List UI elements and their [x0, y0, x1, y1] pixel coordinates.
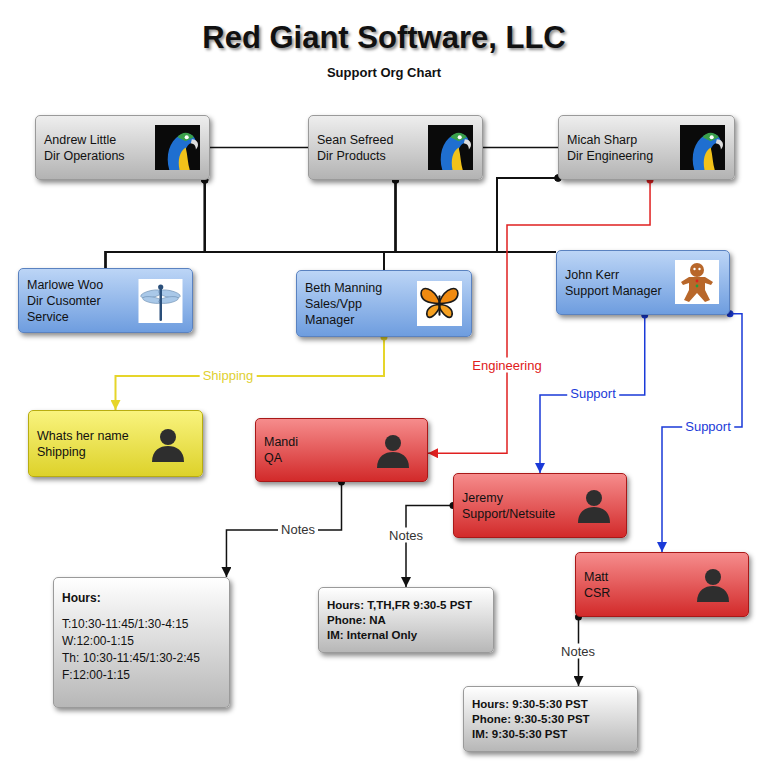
person-name: Mandi: [264, 434, 372, 450]
notes-box: Hours: T:10:30-11:45/1:30-4:15W:12:00-1:1…: [53, 577, 230, 708]
org-connector: [106, 180, 396, 268]
notes-text: Hours: T,TH,FR 9:30-5 PST: [327, 598, 485, 613]
person-box: Sean SefreedDir Products: [308, 115, 483, 180]
connector-group: [106, 177, 209, 269]
connector-group: [662, 310, 742, 552]
chart-title: Red Giant Software, LLC: [0, 20, 768, 56]
job-title: Dir Products: [317, 148, 422, 164]
org-connector: [540, 315, 645, 473]
org-connector: [226, 482, 341, 577]
job-title: Dir Cusomter Service: [27, 293, 137, 325]
connector-group: [210, 147, 308, 148]
person-name: Whats her name: [37, 428, 147, 444]
connector-group: [384, 177, 399, 271]
person-name: Andrew Little: [44, 132, 149, 148]
notes-text: Phone: 9:30-5:30 PST: [472, 712, 629, 727]
connector-label: Support: [567, 386, 619, 401]
notes-text: Hours: 9:30-5:30 PST: [472, 697, 629, 712]
person-box: Beth ManningSales/Vpp Manager: [296, 270, 472, 337]
connector-label: Notes: [386, 528, 426, 543]
connector-label: Notes: [558, 644, 598, 659]
connector-group: [201, 177, 556, 253]
connector-group: [226, 479, 345, 578]
org-connector: [483, 147, 558, 149]
notes-text: Hours:: [62, 590, 221, 606]
person-box: John KerrSupport Manager: [556, 250, 730, 315]
org-connector: [384, 178, 558, 270]
notes-box: Hours: T,TH,FR 9:30-5 PSTPhone: NAIM: In…: [318, 587, 494, 653]
notes-text: Th: 10:30-11:45/1:30-2:45: [62, 650, 221, 667]
connector-group: [392, 177, 556, 253]
parrot-icon: [428, 125, 473, 170]
org-connector: [406, 506, 453, 588]
connector-group: [106, 175, 562, 268]
person-box: MandiQA: [255, 418, 428, 482]
org-connector: [205, 180, 384, 270]
org-connector: [106, 178, 559, 268]
person-box: Andrew LittleDir Operations: [35, 115, 210, 180]
connector-label: Notes: [278, 522, 318, 537]
person-icon: [152, 429, 184, 462]
parrot-icon: [680, 125, 725, 170]
notes-box: Hours: 9:30-5:30 PSTPhone: 9:30-5:30 PST…: [463, 686, 638, 752]
person-name: John Kerr: [565, 267, 669, 283]
org-connector: [497, 178, 558, 252]
connector-label: Engineering: [469, 358, 544, 373]
notes-text: IM: 9:30-5:30 PST: [472, 727, 629, 742]
notes-text: W:12:00-1:15: [62, 633, 221, 650]
connector-group: [483, 147, 558, 148]
org-connector: [662, 314, 742, 552]
connector-label: Shipping: [200, 368, 257, 383]
notes-text: F:12:00-1:15: [62, 667, 221, 684]
org-connector: [210, 147, 308, 149]
person-name: Beth Manning: [305, 280, 413, 296]
person-box: JeremySupport/Netsuite: [453, 473, 627, 538]
person-box: Micah SharpDir Engineering: [558, 115, 735, 180]
connector-group: [384, 175, 562, 270]
dragonfly-icon: [139, 279, 183, 323]
connector-group: [106, 177, 400, 269]
chart-subtitle: Support Org Chart: [327, 65, 441, 80]
connector-group: [406, 502, 457, 587]
org-connector: [384, 180, 396, 270]
org-connector: [106, 180, 205, 268]
person-name: Matt: [584, 569, 693, 585]
person-icon: [377, 435, 409, 468]
person-name: Jeremy: [462, 490, 571, 506]
job-title: QA: [264, 450, 372, 466]
job-title: Support/Netsuite: [462, 506, 571, 522]
parrot-icon: [155, 125, 200, 170]
connector-label: Support: [682, 419, 734, 434]
person-box: Marlowe WooDir Cusomter Service: [18, 268, 193, 333]
butterfly-icon: [417, 281, 462, 326]
person-name: Marlowe Woo: [27, 277, 137, 293]
person-name: Micah Sharp: [567, 132, 674, 148]
person-box: Whats her nameShipping: [28, 410, 203, 477]
job-title: Sales/Vpp Manager: [305, 296, 385, 328]
org-connector: [116, 337, 385, 410]
connector-group: [116, 334, 388, 411]
job-title: Dir Engineering: [567, 148, 674, 164]
person-icon: [697, 569, 729, 602]
person-box: MattCSR: [575, 552, 749, 617]
notes-text: T:10:30-11:45/1:30-4:15: [62, 616, 221, 633]
org-connector: [205, 180, 556, 252]
job-title: Support Manager: [565, 283, 669, 299]
connector-group: [540, 312, 648, 474]
notes-text: IM: Internal Only: [327, 628, 485, 643]
org-connector: [396, 180, 557, 252]
connector-group: [201, 177, 384, 271]
person-name: Sean Sefreed: [317, 132, 422, 148]
gingerbread-icon: [675, 260, 719, 304]
job-title: Dir Operations: [44, 148, 149, 164]
job-title: Shipping: [37, 444, 147, 460]
person-icon: [578, 490, 610, 523]
notes-text: Phone: NA: [327, 613, 485, 628]
job-title: CSR: [584, 585, 693, 601]
